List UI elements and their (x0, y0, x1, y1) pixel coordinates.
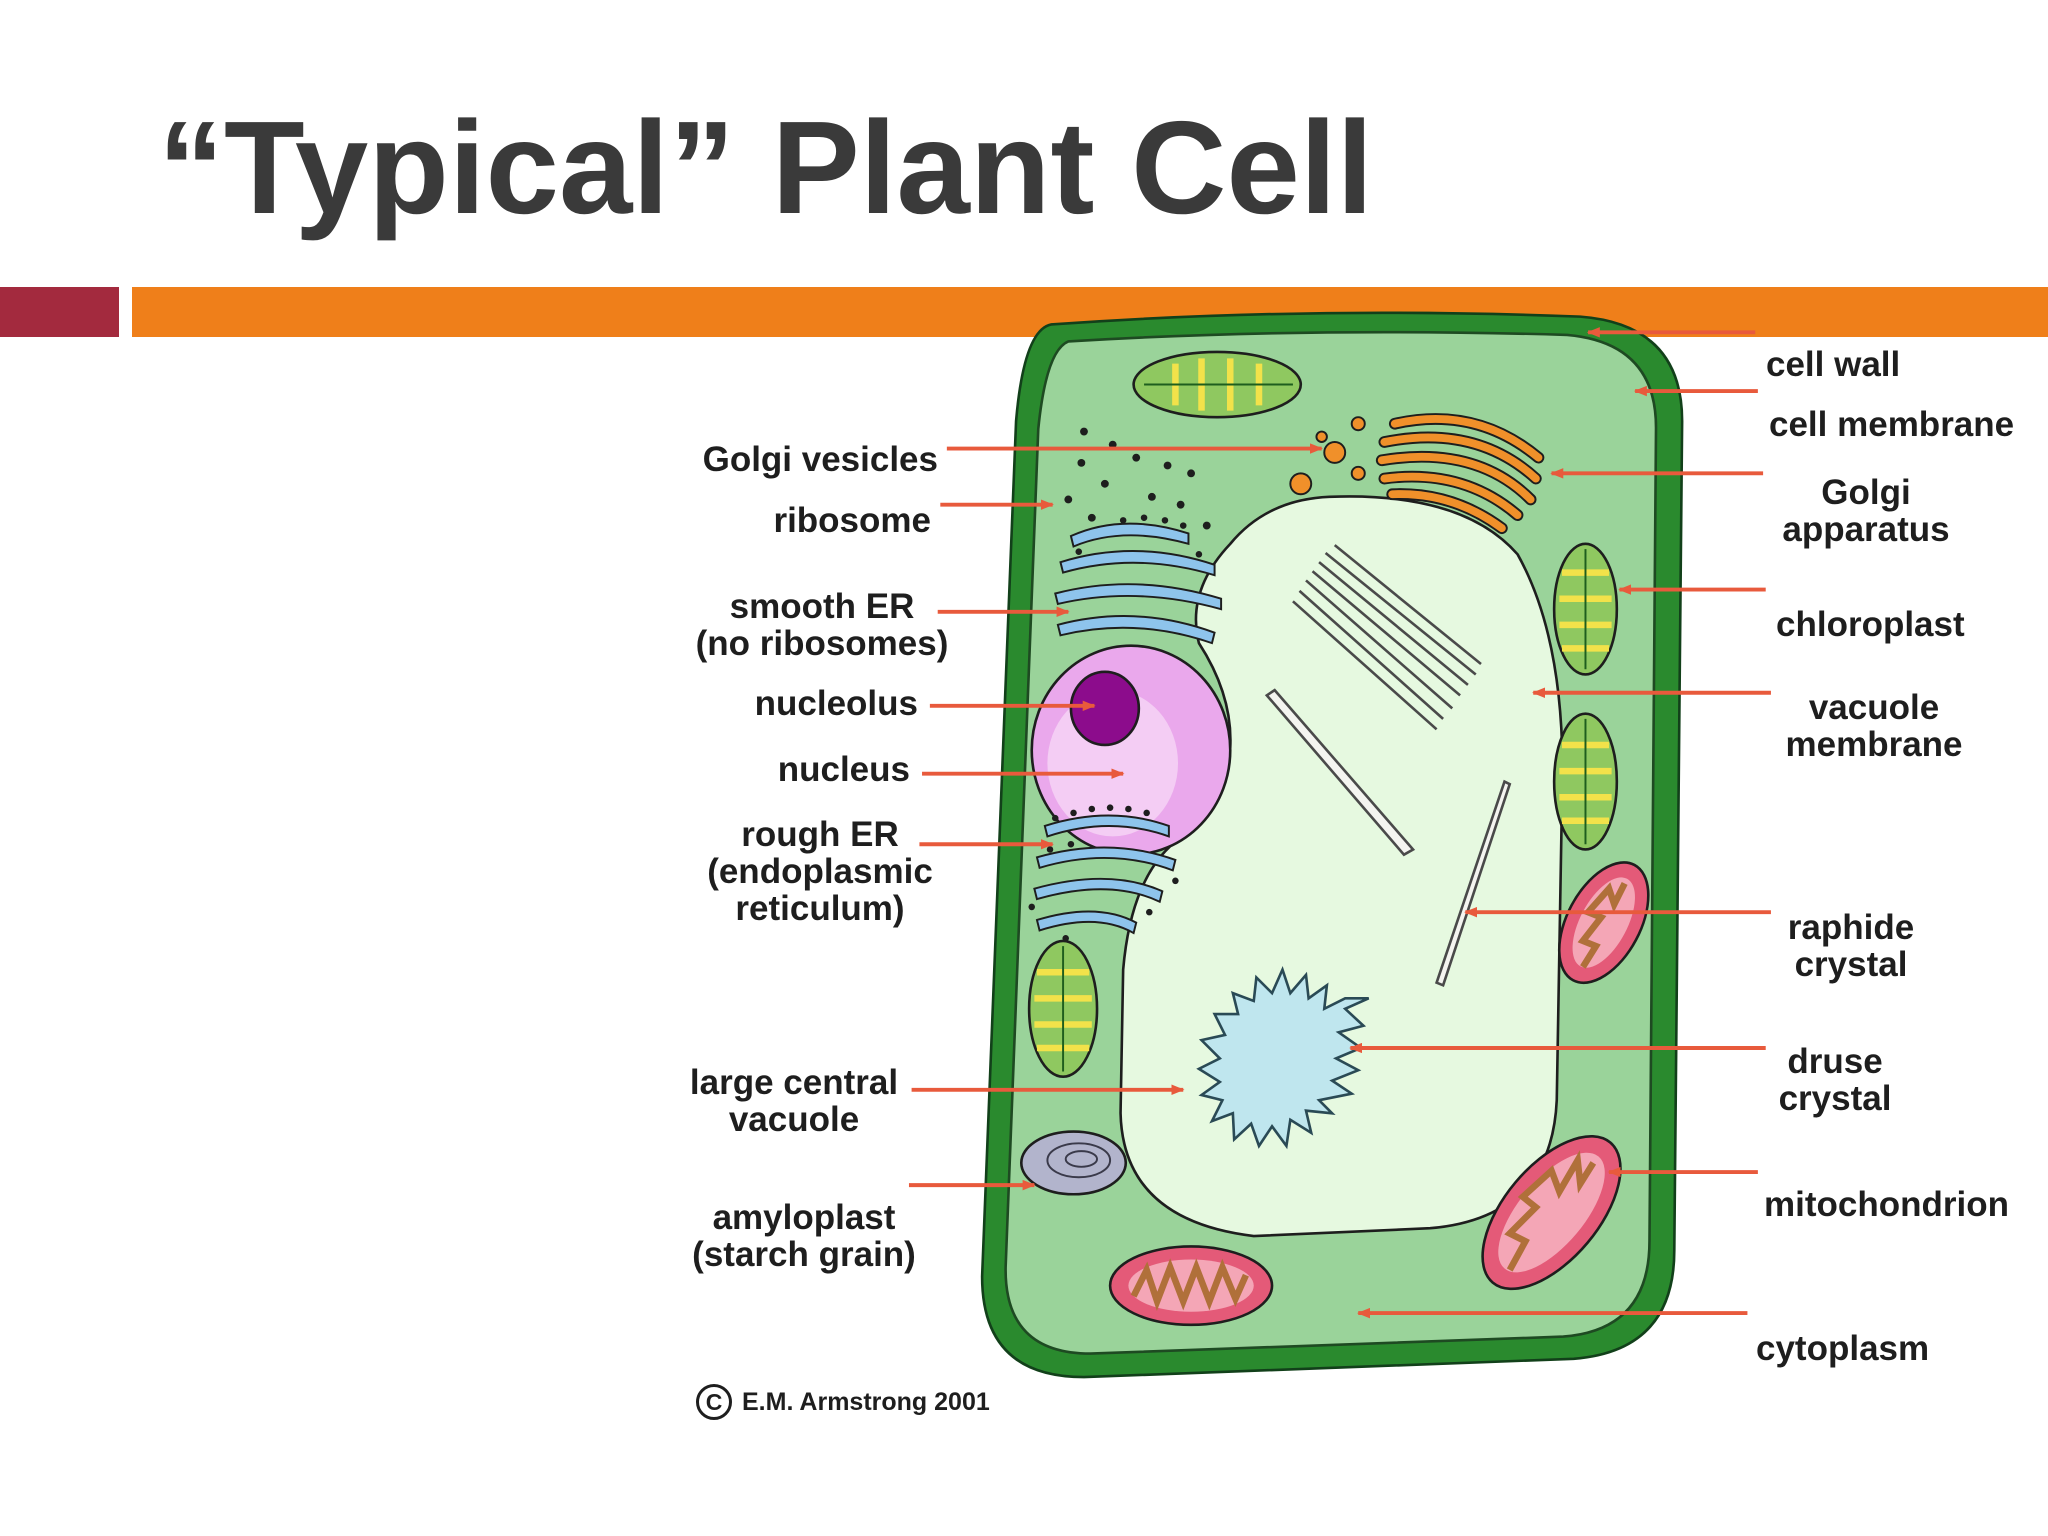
label-vacuole-membrane-line1: vacuole (1808, 688, 1940, 727)
label-arrows (908, 327, 1771, 1319)
raphide-crystals (1264, 544, 1512, 988)
label-nucleolus: nucleolus (754, 684, 918, 723)
copyright-icon: C (696, 1384, 732, 1420)
golgi-vesicles (1289, 416, 1366, 496)
copyright-notice: C E.M. Armstrong 2001 (696, 1382, 990, 1422)
label-amyloplast-line1: amyloplast (712, 1198, 896, 1237)
label-amyloplast: amyloplast (starch grain) (654, 1199, 954, 1273)
label-raphide-crystal: raphide crystal (1736, 909, 1966, 983)
label-ribosome: ribosome (773, 501, 931, 540)
label-cell-membrane: cell membrane (1769, 405, 2015, 444)
label-smooth-er-line2: (no ribosomes) (695, 624, 949, 663)
smooth-er (1054, 522, 1223, 645)
druse-crystal (1196, 966, 1370, 1150)
label-rough-er-line1: rough ER (741, 815, 899, 854)
chloroplast-right-upper (1552, 542, 1619, 676)
rough-er (1033, 814, 1177, 935)
amyloplast (1019, 1130, 1128, 1196)
slide-title: “Typical” Plant Cell (158, 94, 1374, 241)
label-nucleus: nucleus (777, 750, 910, 789)
label-druse-crystal-line1: druse (1787, 1042, 1883, 1081)
label-mitochondrion: mitochondrion (1764, 1185, 2009, 1224)
label-vacuole-membrane-line2: membrane (1785, 725, 1963, 764)
copyright-text: E.M. Armstrong 2001 (742, 1387, 990, 1416)
rough-er-ribosomes (1028, 804, 1179, 942)
label-cell-wall: cell wall (1766, 345, 1901, 384)
label-smooth-er-line1: smooth ER (729, 587, 915, 626)
label-large-central-vacuole: large central vacuole (644, 1064, 944, 1138)
label-golgi-apparatus-line1: Golgi (1821, 473, 1911, 512)
label-raphide-crystal-line1: raphide (1787, 908, 1915, 947)
label-golgi-apparatus-line2: apparatus (1782, 510, 1950, 549)
ribosomes (1064, 427, 1211, 558)
chloroplast-top (1132, 350, 1303, 419)
label-smooth-er: smooth ER (no ribosomes) (672, 588, 972, 662)
label-raphide-crystal-line2: crystal (1794, 945, 1908, 984)
label-druse-crystal-line2: crystal (1778, 1079, 1892, 1118)
label-golgi-vesicles: Golgi vesicles (702, 440, 938, 479)
chloroplast-left (1027, 939, 1099, 1079)
label-rough-er-line2: (endoplasmic (707, 852, 933, 891)
label-amyloplast-line2: (starch grain) (692, 1235, 916, 1274)
mitochondrion-right-lower (1481, 1134, 1622, 1291)
label-large-central-vacuole-line2: vacuole (728, 1100, 860, 1139)
label-druse-crystal: druse crystal (1720, 1043, 1950, 1117)
label-rough-er-line3: reticulum) (735, 889, 905, 928)
label-cytoplasm: cytoplasm (1756, 1329, 1930, 1368)
mitochondrion-right-upper (1557, 861, 1650, 985)
label-rough-er: rough ER (endoplasmic reticulum) (670, 816, 970, 927)
label-chloroplast: chloroplast (1776, 605, 1965, 644)
label-large-central-vacuole-line1: large central (689, 1063, 899, 1102)
title-accent-bar (0, 287, 119, 337)
chloroplast-right-lower (1552, 712, 1619, 851)
nucleolus (1069, 670, 1141, 747)
label-golgi-apparatus: Golgi apparatus (1751, 474, 1981, 548)
label-vacuole-membrane: vacuole membrane (1759, 689, 1989, 763)
mitochondrion-bottom (1108, 1245, 1274, 1327)
